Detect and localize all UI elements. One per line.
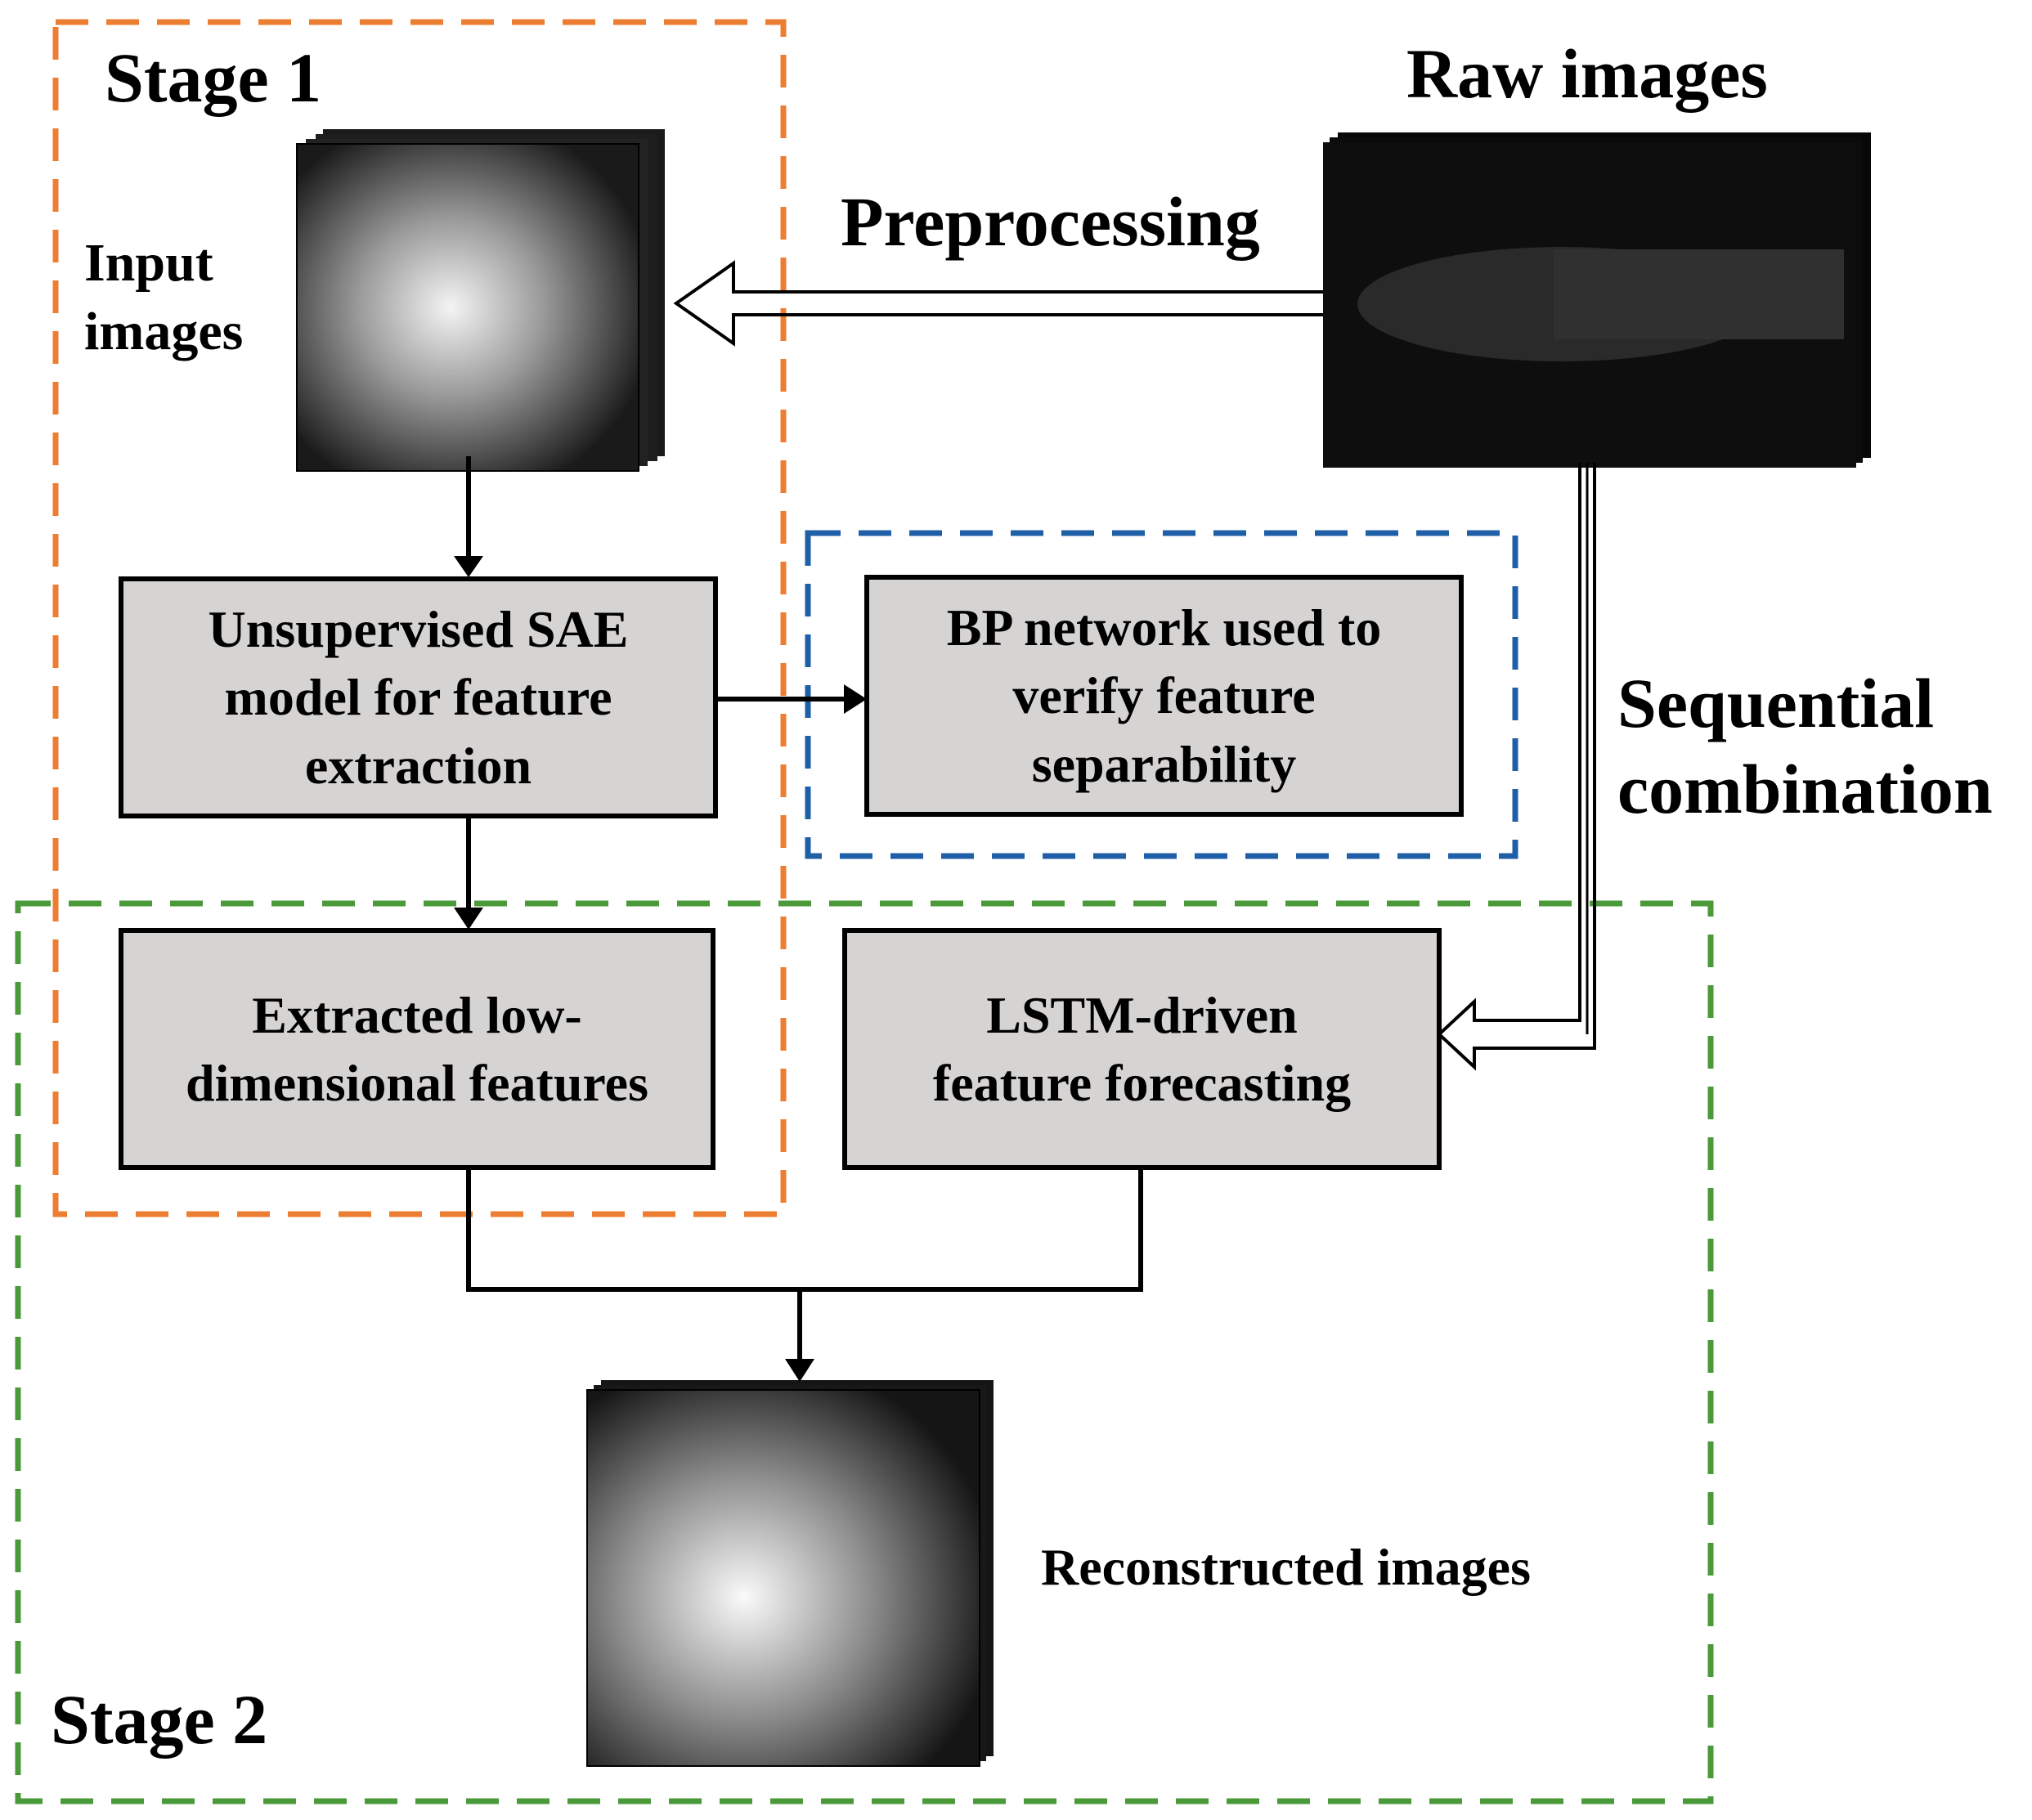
lstm-line2: feature forecasting bbox=[932, 1054, 1352, 1112]
reconstructed-images-label: Reconstructed images bbox=[1041, 1538, 1531, 1596]
reconstructed-images-stack bbox=[586, 1380, 994, 1767]
stage1-frame bbox=[52, 19, 787, 1217]
raw-images-stack bbox=[1323, 132, 1871, 468]
stage2-title: Stage 2 bbox=[51, 1680, 268, 1759]
bp-line2: verify feature bbox=[1012, 666, 1316, 725]
stage2-frame bbox=[15, 900, 1714, 1804]
sequential-line2: combination bbox=[1617, 749, 1993, 828]
lstm-line1: LSTM-driven bbox=[986, 985, 1298, 1044]
lstm-box: LSTM-driven feature forecasting bbox=[842, 928, 1442, 1170]
bp-box: BP network used to verify feature separa… bbox=[864, 575, 1464, 817]
flow-arrows bbox=[454, 456, 1143, 1382]
stage1-title: Stage 1 bbox=[105, 38, 322, 117]
bp-line1: BP network used to bbox=[946, 598, 1382, 657]
sae-box: Unsupervised SAE model for feature extra… bbox=[119, 576, 718, 818]
preprocessing-arrow bbox=[673, 260, 1323, 347]
sequential-combination-label: Sequential combination bbox=[1617, 661, 1993, 832]
extracted-line2: dimensional features bbox=[186, 1054, 648, 1112]
raw-images-label: Raw images bbox=[1406, 34, 1768, 113]
input-label-line1: Input bbox=[84, 233, 213, 293]
input-images-stack bbox=[296, 129, 665, 472]
sequential-line1: Sequential bbox=[1617, 664, 1935, 742]
extracted-features-box: Extracted low- dimensional features bbox=[119, 928, 715, 1170]
bp-line3: separability bbox=[1031, 734, 1297, 793]
preprocessing-label: Preprocessing bbox=[841, 182, 1260, 261]
input-label-line2: images bbox=[84, 302, 244, 362]
sae-line1: Unsupervised SAE bbox=[208, 600, 629, 659]
bp-frame bbox=[805, 530, 1518, 859]
extracted-line1: Extracted low- bbox=[252, 985, 582, 1044]
sae-line3: extraction bbox=[304, 736, 532, 795]
sae-line2: model for feature bbox=[224, 668, 612, 727]
input-images-label: Input images bbox=[84, 229, 243, 367]
